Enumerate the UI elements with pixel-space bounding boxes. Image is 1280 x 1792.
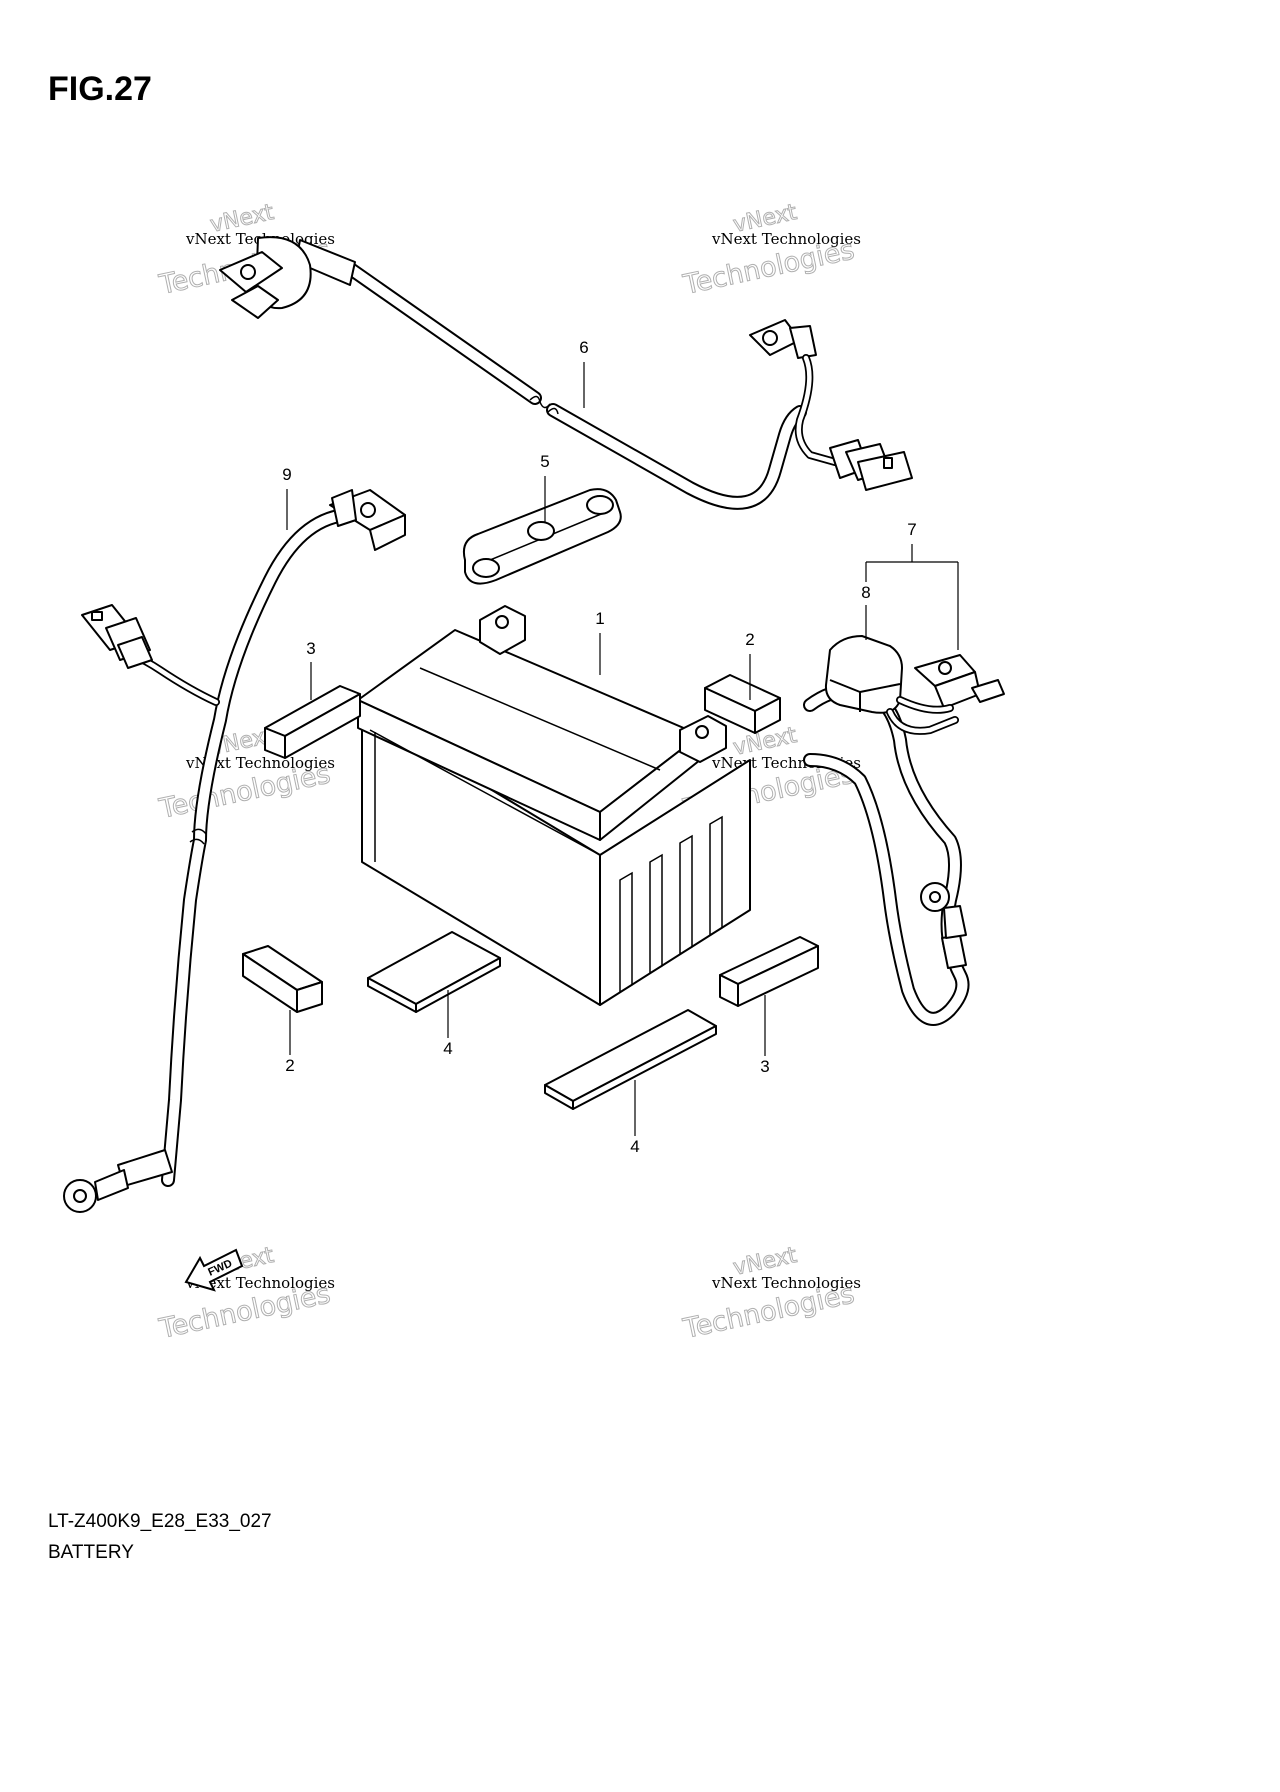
callout-2-lower: 2 (285, 1056, 294, 1075)
part-2-pad-upper-right (704, 674, 781, 734)
callout-7: 7 (907, 520, 916, 539)
callout-1: 1 (595, 609, 604, 628)
fwd-arrow-icon: FWD (184, 1248, 244, 1292)
part-4-pad-middle (367, 931, 501, 1013)
part-3-pad-lower-right (719, 936, 819, 1007)
figure-name: BATTERY (48, 1542, 134, 1563)
callout-2-upper: 2 (745, 630, 754, 649)
part-6-battery-cable (219, 236, 913, 510)
leader-7 (865, 544, 959, 650)
part-7-starter-cable (803, 635, 1005, 1026)
callout-9: 9 (282, 465, 291, 484)
callout-5: 5 (540, 452, 549, 471)
figure-code: LT-Z400K9_E28_E33_027 (48, 1511, 272, 1532)
watermark-line2: vNext Technologies (711, 1274, 861, 1292)
watermark-line2: vNext Technologies (711, 230, 861, 248)
callout-8: 8 (861, 583, 870, 602)
part-5-battery-plate (462, 488, 622, 585)
part-1-battery (357, 605, 751, 1006)
callout-4-lower: 4 (630, 1137, 639, 1156)
watermark-top-right: vNext vNext Technologies Technologies (680, 199, 861, 301)
figure-title: FIG.27 (48, 70, 152, 108)
part-3-pad-upper-left (264, 685, 361, 759)
watermark-line2: vNext Technologies (185, 1274, 335, 1292)
callout-3-lower: 3 (760, 1057, 769, 1076)
callout-6: 6 (579, 338, 588, 357)
part-4-pad-lower (544, 1009, 717, 1110)
part-2-pad-lower-left (242, 945, 323, 1013)
callout-4-middle: 4 (443, 1039, 452, 1058)
callout-3-upper: 3 (306, 639, 315, 658)
watermark-line2: vNext Technologies (185, 754, 335, 772)
part-9-wire-lead (63, 489, 406, 1213)
watermark-bottom-left: vNext vNext Technologies Technologies (156, 1242, 335, 1345)
watermark-bottom-right: vNext vNext Technologies Technologies (680, 1242, 861, 1345)
